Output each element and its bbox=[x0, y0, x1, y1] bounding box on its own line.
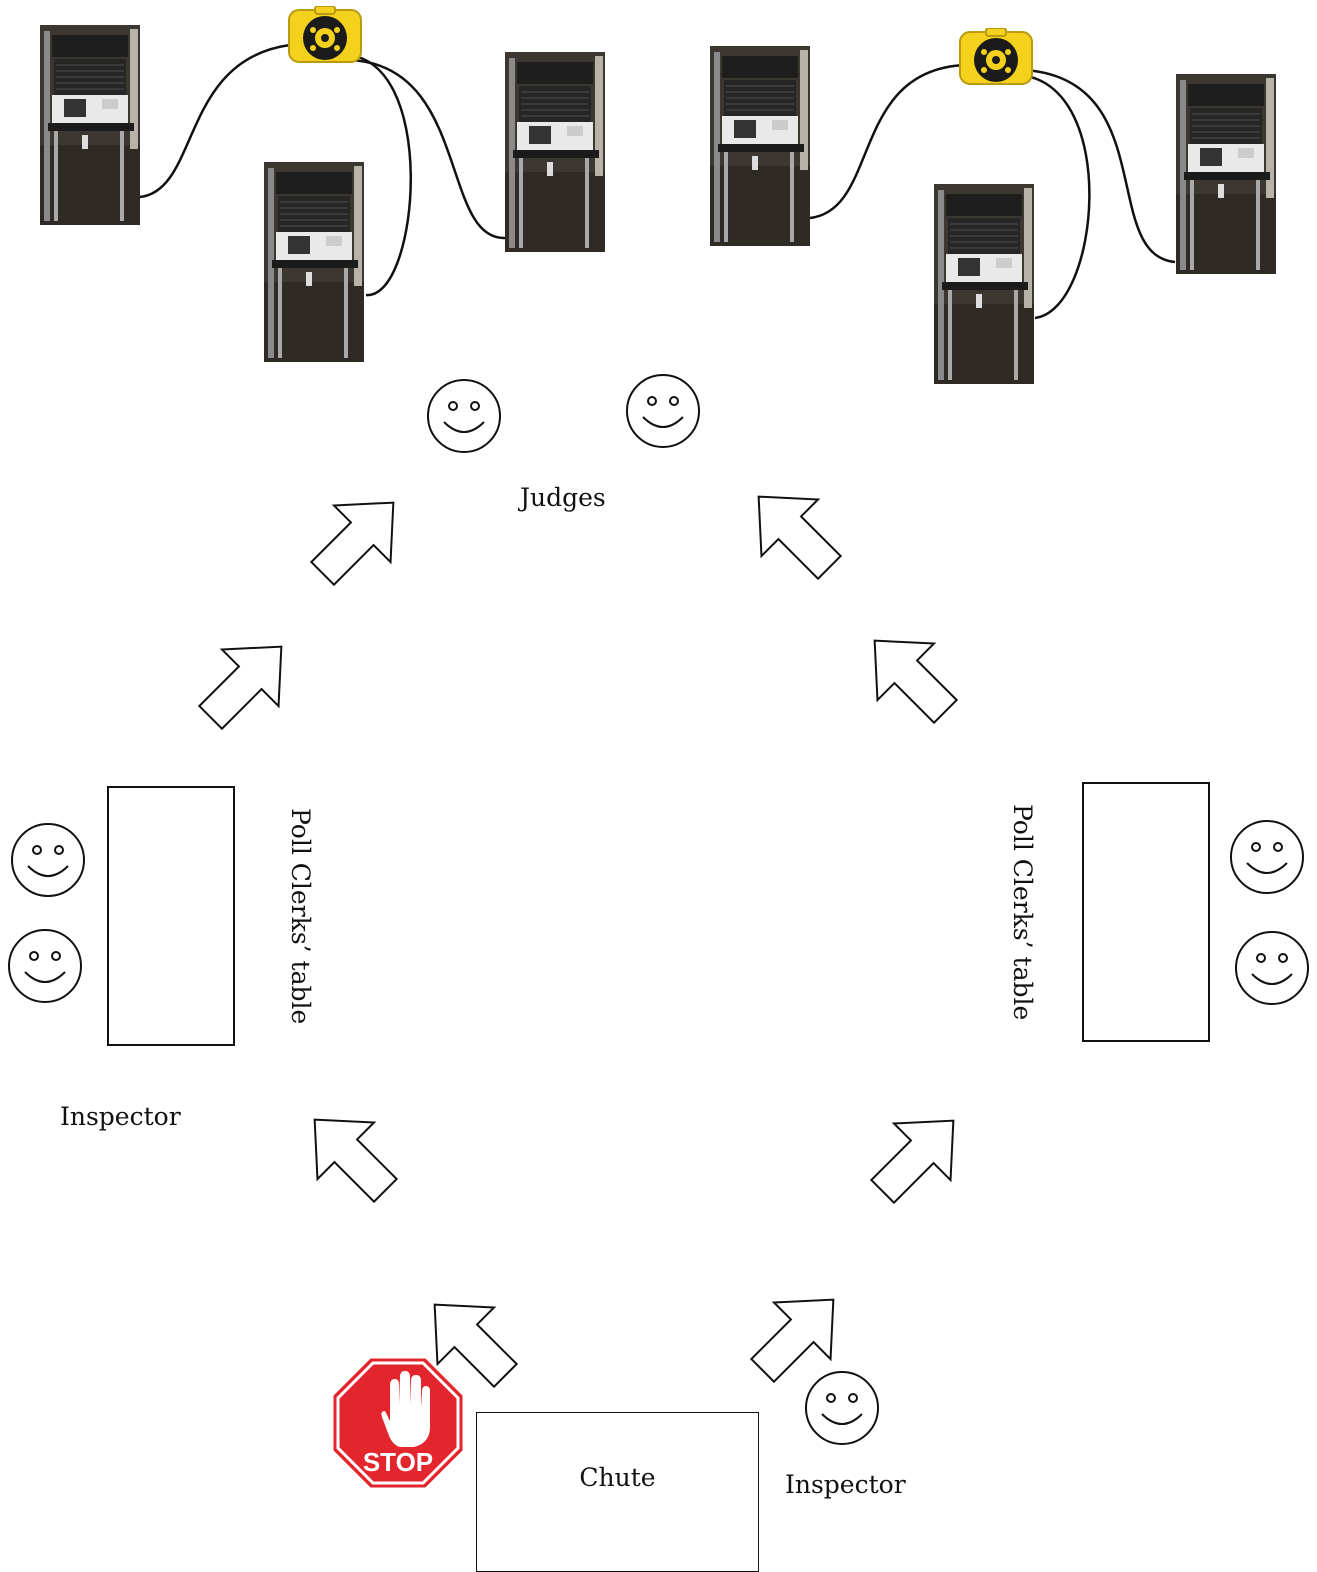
stop-sign-icon: STOP bbox=[330, 1355, 466, 1491]
arrow-icon bbox=[853, 1091, 983, 1221]
inspector-label-right: Inspector bbox=[785, 1470, 906, 1499]
smiley-face-icon bbox=[625, 373, 701, 449]
poll-clerks-label-left: Poll Clerks’ table bbox=[286, 808, 315, 1025]
voting-booth-icon bbox=[40, 25, 140, 225]
arrow-icon bbox=[293, 473, 423, 603]
arrow-icon bbox=[845, 611, 975, 741]
voting-booth-icon bbox=[505, 52, 605, 252]
judges-label: Judges bbox=[520, 483, 606, 512]
voting-booth-icon bbox=[710, 46, 810, 246]
voting-booth-icon bbox=[1176, 74, 1276, 274]
smiley-face-icon bbox=[10, 822, 86, 898]
poll-clerks-table-right bbox=[1082, 782, 1210, 1042]
cord-reel-icon bbox=[956, 28, 1036, 88]
inspector-label-left: Inspector bbox=[60, 1102, 181, 1131]
stop-sign-text: STOP bbox=[363, 1447, 433, 1477]
voting-booth-icon bbox=[934, 184, 1034, 384]
cord-reel-icon bbox=[285, 6, 365, 66]
arrow-icon bbox=[729, 467, 859, 597]
poll-clerks-label-right: Poll Clerks’ table bbox=[1008, 804, 1037, 1021]
arrow-icon bbox=[285, 1090, 415, 1220]
smiley-face-icon bbox=[1234, 930, 1310, 1006]
arrow-icon bbox=[733, 1270, 863, 1400]
smiley-face-icon bbox=[426, 378, 502, 454]
voting-booth-icon bbox=[264, 162, 364, 362]
smiley-face-icon bbox=[1229, 819, 1305, 895]
chute-label: Chute bbox=[579, 1463, 656, 1492]
chute-box: Chute bbox=[476, 1412, 759, 1572]
smiley-face-icon bbox=[7, 928, 83, 1004]
poll-clerks-table-left bbox=[107, 786, 235, 1046]
arrow-icon bbox=[181, 617, 311, 747]
